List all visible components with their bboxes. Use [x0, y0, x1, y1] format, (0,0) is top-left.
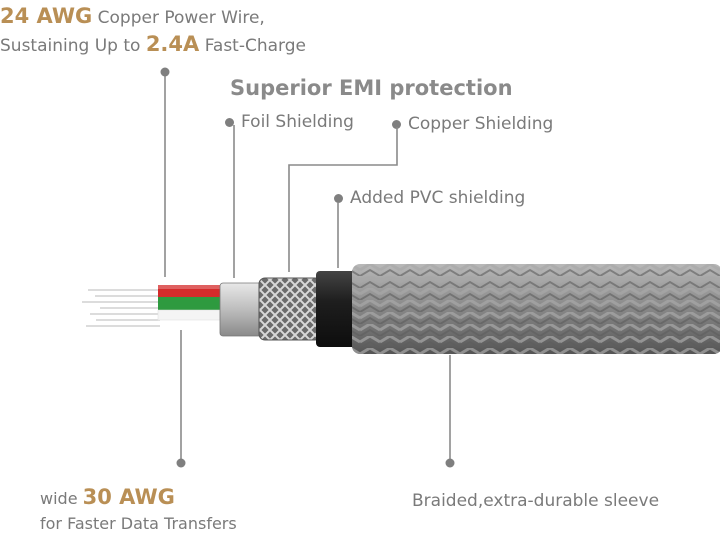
- foil-shielding-text: Foil Shielding: [241, 112, 354, 132]
- green-wire: [158, 297, 220, 310]
- sleeve-label: Braided,extra-durable sleeve: [412, 491, 660, 511]
- conductor-strands: [82, 289, 160, 327]
- red-wire: [158, 285, 220, 297]
- copper-shielding-label: Copper Shielding: [392, 114, 553, 134]
- power-wire-line2-suffix: Fast-Charge: [204, 36, 306, 56]
- sleeve-dot-icon: [445, 458, 455, 468]
- power-wire-dot-icon: [160, 67, 170, 77]
- data-wire-dot-icon: [176, 458, 186, 468]
- data-wire-annotation: wide 30 AWG for Faster Data Transfers: [40, 485, 237, 536]
- power-wire-annotation: 24 AWG Copper Power Wire, Sustaining Up …: [0, 3, 306, 59]
- foil-shield: [219, 282, 263, 337]
- emi-title: Superior EMI protection: [230, 76, 513, 100]
- copper-braid-shield: [258, 277, 322, 341]
- braided-sleeve-texture: [352, 264, 720, 354]
- copper-dot-icon: [392, 119, 401, 129]
- data-wire-gauge: 30 AWG: [82, 485, 175, 509]
- pvc-shielding-label: Added PVC shielding: [334, 188, 525, 208]
- data-wire-prefix: wide: [40, 489, 78, 508]
- pvc-shielding-text: Added PVC shielding: [350, 188, 526, 208]
- power-wire-gauge: 24 AWG: [0, 4, 93, 28]
- copper-shielding-text: Copper Shielding: [408, 114, 554, 134]
- foil-shielding-label: Foil Shielding: [225, 112, 354, 132]
- pvc-jacket: [316, 271, 356, 347]
- power-wire-line1: Copper Power Wire,: [97, 8, 265, 28]
- power-wire-current: 2.4A: [145, 32, 200, 56]
- pvc-dot-icon: [334, 193, 343, 203]
- foil-dot-icon: [225, 117, 234, 127]
- data-wire-line2: for Faster Data Transfers: [40, 514, 237, 533]
- white-wire: [157, 309, 221, 321]
- power-wire-line2-prefix: Sustaining Up to: [0, 36, 141, 56]
- leader-lines: [164, 72, 451, 463]
